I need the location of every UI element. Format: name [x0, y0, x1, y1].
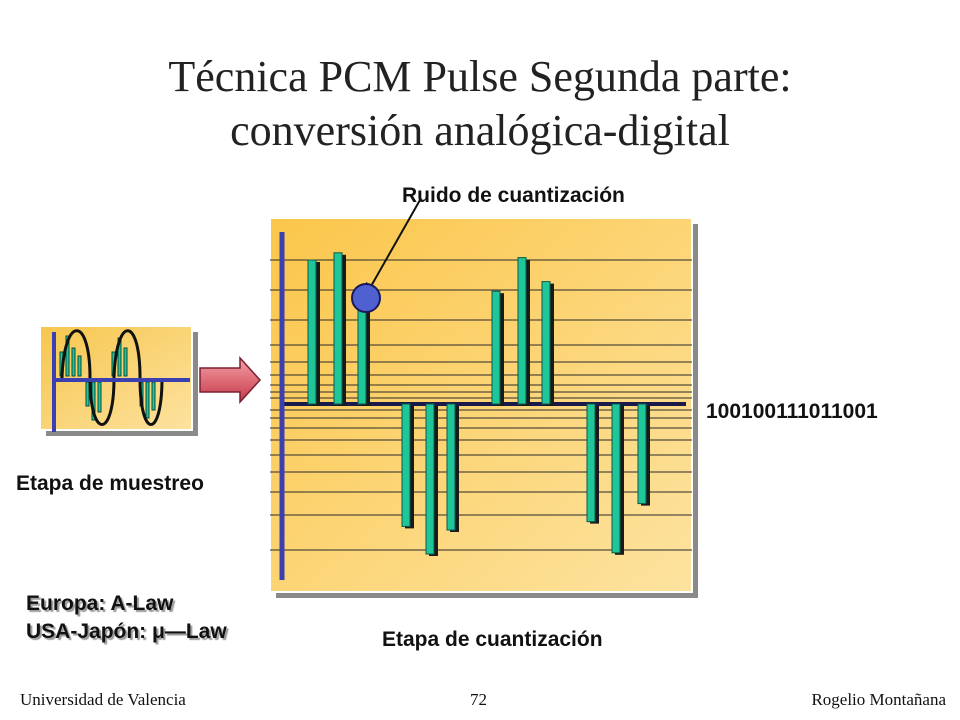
- quantized-sample-bar: [333, 252, 343, 405]
- quantized-sample-bar: [446, 403, 456, 531]
- quantized-sample-bar: [425, 403, 435, 555]
- sampling-panel: [39, 325, 198, 436]
- quantized-sample-bar: [611, 403, 621, 554]
- quantization-noise-marker: [351, 283, 381, 313]
- quantized-sample-bar: [517, 257, 527, 405]
- title-line-1: Técnica PCM Pulse Segunda parte:: [168, 52, 792, 101]
- quantized-bars: [307, 252, 650, 556]
- quantization-panel: [269, 217, 698, 598]
- quantized-sample-bar: [307, 259, 317, 405]
- slide-title: Técnica PCM Pulse Segunda parte: convers…: [0, 50, 960, 158]
- quantized-sample-bar: [401, 403, 411, 527]
- europe-law-label: Europa: A-Law: [26, 592, 174, 615]
- quantized-sample-bar: [637, 403, 647, 505]
- noise-label: Ruido de cuantización: [402, 184, 625, 207]
- quantized-sample-bar: [491, 290, 501, 405]
- footer-right: Rogelio Montañana: [811, 690, 946, 709]
- quantized-sample-bar: [586, 403, 596, 523]
- quantization-stage-label: Etapa de cuantización: [382, 628, 603, 651]
- usa-japan-law-label: USA-Japón: μ—Law: [26, 620, 227, 643]
- quantized-sample-bar: [357, 302, 367, 405]
- noise-pointer-line: [369, 199, 421, 289]
- binary-output: 100100111011001: [706, 400, 878, 423]
- title-line-2: conversión analógica-digital: [230, 106, 730, 155]
- quantized-sample-bar: [541, 281, 551, 405]
- footer-left: Universidad de Valencia: [20, 690, 186, 709]
- sampling-stage-label: Etapa de muestreo: [16, 472, 204, 495]
- page-number: 72: [470, 690, 487, 709]
- stage-arrow: [199, 356, 262, 404]
